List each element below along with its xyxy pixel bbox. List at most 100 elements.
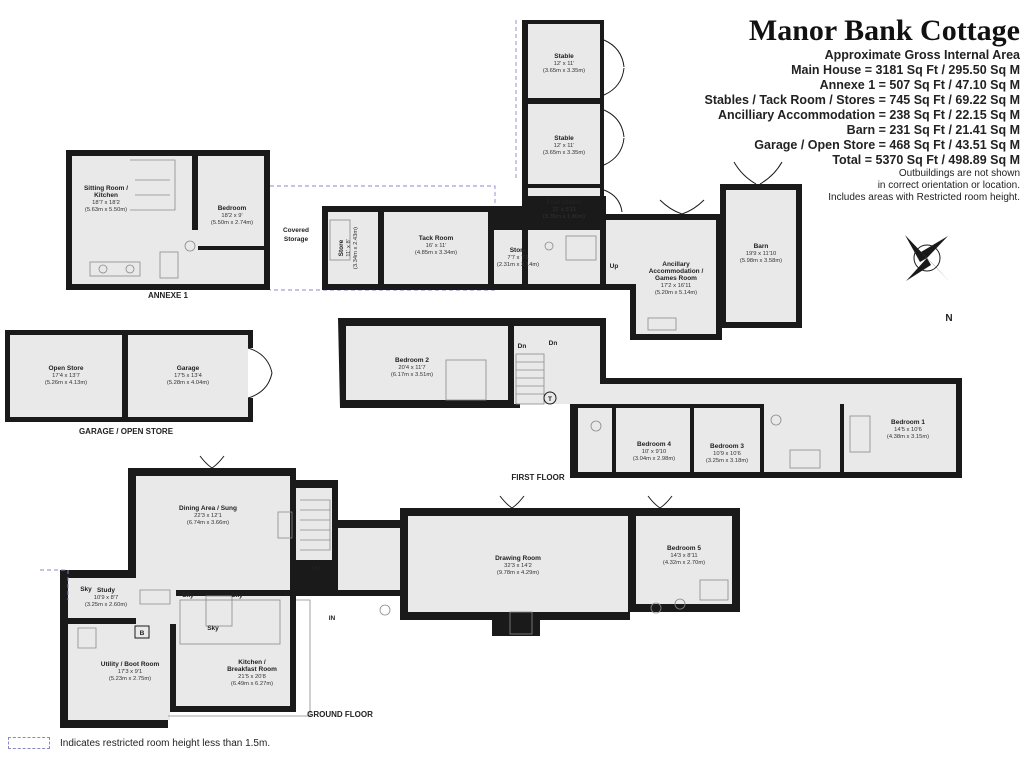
svg-text:10'9 x 8'7: 10'9 x 8'7 [94,595,118,601]
svg-text:T: T [548,396,552,403]
room-bedroom-2: Bedroom 2 [395,357,429,364]
tack-block [322,196,606,290]
room-sitting-kitchen: Sitting Room / [84,185,128,192]
room-bedroom-1: Bedroom 1 [891,419,925,426]
svg-text:11' x 8': 11' x 8' [346,239,352,257]
annexe-1 [66,150,270,290]
svg-text:17'4 x 13'7: 17'4 x 13'7 [52,373,80,379]
svg-text:10' x 9'10: 10' x 9'10 [642,449,666,455]
svg-text:Breakfast Room: Breakfast Room [227,666,277,673]
area-subtitle: Approximate Gross Internal Area [824,48,1020,62]
svg-text:(5.50m x 2.74m): (5.50m x 2.74m) [211,220,253,226]
barn-block [720,161,802,328]
room-bedroom-3: Bedroom 3 [710,443,744,450]
svg-text:17'5 x 13'4: 17'5 x 13'4 [174,373,202,379]
room-drawing: Drawing Room [495,555,541,562]
svg-text:12' x 11': 12' x 11' [554,61,575,67]
svg-text:(5.63m x 5.50m): (5.63m x 5.50m) [85,207,127,213]
svg-text:(4.32m x 2.70m): (4.32m x 2.70m) [663,560,705,566]
room-annexe-bedroom: Bedroom [218,205,247,212]
room-ancillary: Ancillary [662,261,690,268]
section-garage: GARAGE / OPEN STORE [79,427,174,436]
area-main-house: Main House = 3181 Sq Ft / 295.50 Sq M [791,63,1020,77]
room-garage: Garage [177,365,200,372]
section-first-floor: FIRST FLOOR [511,473,565,482]
title-block: Manor Bank Cottage Approximate Gross Int… [690,14,1020,204]
svg-text:16' x 11': 16' x 11' [426,243,447,249]
svg-text:(3.34m x 2.43m): (3.34m x 2.43m) [353,227,359,269]
room-labels: Stable 12' x 11' (3.65m x 3.35m) Stable … [45,53,929,719]
svg-text:(3.25m x 2.60m): (3.25m x 2.60m) [85,602,127,608]
garage-block [5,330,274,422]
svg-text:18'7 x 18'2: 18'7 x 18'2 [92,200,120,206]
svg-text:Games Room: Games Room [655,275,697,282]
legend-text: Indicates restricted room height less th… [60,737,271,749]
restricted-height-outline [40,569,69,600]
svg-text:18'2 x 9': 18'2 x 9' [221,213,242,219]
svg-text:20'4 x 11'7: 20'4 x 11'7 [398,365,425,371]
room-study: Study [97,587,115,594]
up-label-ground: Up [312,565,321,572]
note-line-3: Includes areas with Restricted room heig… [828,192,1020,203]
svg-text:(6.49m x 6.27m): (6.49m x 6.27m) [231,681,273,687]
svg-text:(5.23m x 2.75m): (5.23m x 2.75m) [109,676,151,682]
room-foal-stable: Foal Stable [547,199,582,206]
room-stable-1: Stable [554,53,574,60]
area-total: Total = 5370 Sq Ft / 498.89 Sq M [832,153,1020,167]
skylight-label-3: Sky [207,625,219,632]
svg-text:(5.28m x 4.04m): (5.28m x 4.04m) [167,380,209,386]
dn-label-1: Dn [518,343,527,350]
area-ancillary: Ancilliary Accommodation = 238 Sq Ft / 2… [717,108,1020,122]
room-dining: Dining Area / Sung [179,505,237,512]
room-store-1: Store [338,239,345,256]
svg-text:19'9 x 11'10: 19'9 x 11'10 [746,251,776,257]
svg-text:14'5 x 10'6: 14'5 x 10'6 [894,427,922,433]
svg-text:(3.35m x 1.80m): (3.35m x 1.80m) [543,214,585,220]
boiler-box [134,625,150,639]
svg-text:Accommodation /: Accommodation / [649,268,704,275]
compass-label: N [945,313,952,324]
skylight-label-study: Sky [80,586,92,593]
svg-text:(4.38m x 3.15m): (4.38m x 3.15m) [887,434,929,440]
svg-text:Kitchen: Kitchen [94,192,118,199]
dn-label-2: Dn [549,340,558,347]
note-line-1: Outbuildings are not shown [898,168,1020,179]
area-annexe: Annexe 1 = 507 Sq Ft / 47.10 Sq M [819,78,1020,92]
svg-text:32'3 x 14'2: 32'3 x 14'2 [504,563,532,569]
up-label-stables: Up [610,263,619,270]
svg-text:21'5 x 20'8: 21'5 x 20'8 [238,674,266,680]
section-annexe: ANNEXE 1 [148,291,189,300]
svg-text:(3.04m x 2.98m): (3.04m x 2.98m) [633,456,675,462]
skylight-label-2: Sky [231,592,243,599]
svg-text:12' x 11': 12' x 11' [554,143,575,149]
area-stables: Stables / Tack Room / Stores = 745 Sq Ft… [704,93,1020,107]
svg-text:(9.78m x 4.29m): (9.78m x 4.29m) [497,570,539,576]
svg-text:Storage: Storage [284,236,309,243]
room-utility: Utility / Boot Room [101,661,160,668]
svg-text:(6.74m x 3.66m): (6.74m x 3.66m) [187,520,229,526]
svg-text:(5.26m x 4.13m): (5.26m x 4.13m) [45,380,87,386]
area-barn: Barn = 231 Sq Ft / 21.41 Sq M [846,123,1020,137]
svg-text:17'2 x 16'11: 17'2 x 16'11 [661,283,691,289]
svg-text:(3.65m x 3.35m): (3.65m x 3.35m) [543,150,585,156]
tank-icon [543,391,557,405]
room-open-store: Open Store [48,365,83,372]
svg-text:10'9 x 10'6: 10'9 x 10'6 [713,451,741,457]
ground-floor [60,455,740,728]
svg-text:14'3 x 8'11: 14'3 x 8'11 [670,553,697,559]
svg-text:22'3 x 12'1: 22'3 x 12'1 [194,513,222,519]
svg-text:(4.85m x 3.34m): (4.85m x 3.34m) [415,250,457,256]
svg-text:B: B [140,630,145,637]
room-tack: Tack Room [419,235,454,242]
ancillary-block [600,199,722,340]
room-store-2: Store [510,247,527,254]
svg-text:7'7 x 7'1: 7'7 x 7'1 [507,255,528,261]
area-garage: Garage / Open Store = 468 Sq Ft / 43.51 … [754,138,1020,152]
stables-block [515,20,625,228]
svg-text:(5.20m x 5.14m): (5.20m x 5.14m) [655,290,697,296]
svg-text:(6.17m x 3.51m): (6.17m x 3.51m) [391,372,433,378]
compass-icon [905,235,950,282]
svg-text:11' x 5'11: 11' x 5'11 [552,207,576,213]
room-stable-2: Stable [554,135,574,142]
